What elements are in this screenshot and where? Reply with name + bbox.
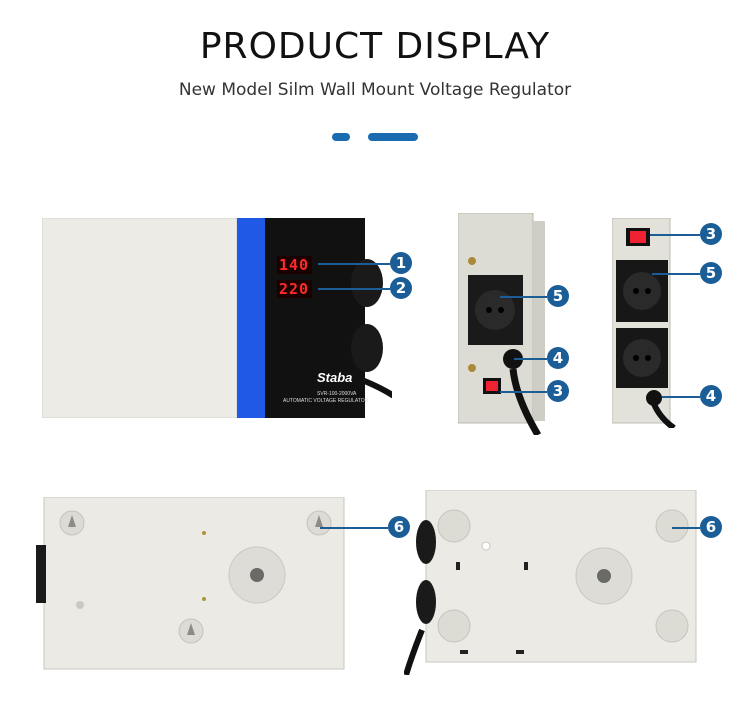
output-voltage-display: 220 xyxy=(279,280,310,298)
brand-logo: Staba xyxy=(317,370,353,385)
callout-5b: 5 xyxy=(700,262,722,284)
back-view-photo-b xyxy=(404,490,700,675)
input-voltage-display: 140 xyxy=(279,256,310,274)
callout-3b: 3 xyxy=(700,223,722,245)
callout-5a: 5 xyxy=(547,285,569,307)
callout-3a-line xyxy=(500,391,547,393)
decorative-dash-long xyxy=(368,133,418,141)
callout-4a-line xyxy=(514,358,547,360)
back-view-photo-a xyxy=(36,497,348,673)
callout-2-line xyxy=(318,288,390,290)
callout-5b-line xyxy=(652,273,700,275)
callout-6b-line xyxy=(672,527,700,529)
front-view-photo xyxy=(42,218,392,418)
description-label: AUTOMATIC VOLTAGE REGULATOR xyxy=(283,398,369,404)
callout-1-line xyxy=(318,263,390,265)
callout-1: 1 xyxy=(390,252,412,274)
page-subtitle: New Model Silm Wall Mount Voltage Regula… xyxy=(178,80,572,100)
callout-6a-line xyxy=(320,527,388,529)
callout-5a-line xyxy=(500,296,547,298)
callout-3b-line xyxy=(650,234,700,236)
callout-6b: 6 xyxy=(700,516,722,538)
callout-3a: 3 xyxy=(547,380,569,402)
side-view-photo-a xyxy=(458,213,550,435)
callout-4b-line xyxy=(662,396,700,398)
callout-4b: 4 xyxy=(700,385,722,407)
decorative-dash-short xyxy=(332,133,350,141)
callout-4a: 4 xyxy=(547,347,569,369)
callout-2: 2 xyxy=(390,277,412,299)
side-view-photo-b xyxy=(612,218,677,428)
model-label: SVR-100-2000VA xyxy=(317,391,357,397)
page-title: PRODUCT DISPLAY xyxy=(199,26,551,67)
callout-6a: 6 xyxy=(388,516,410,538)
